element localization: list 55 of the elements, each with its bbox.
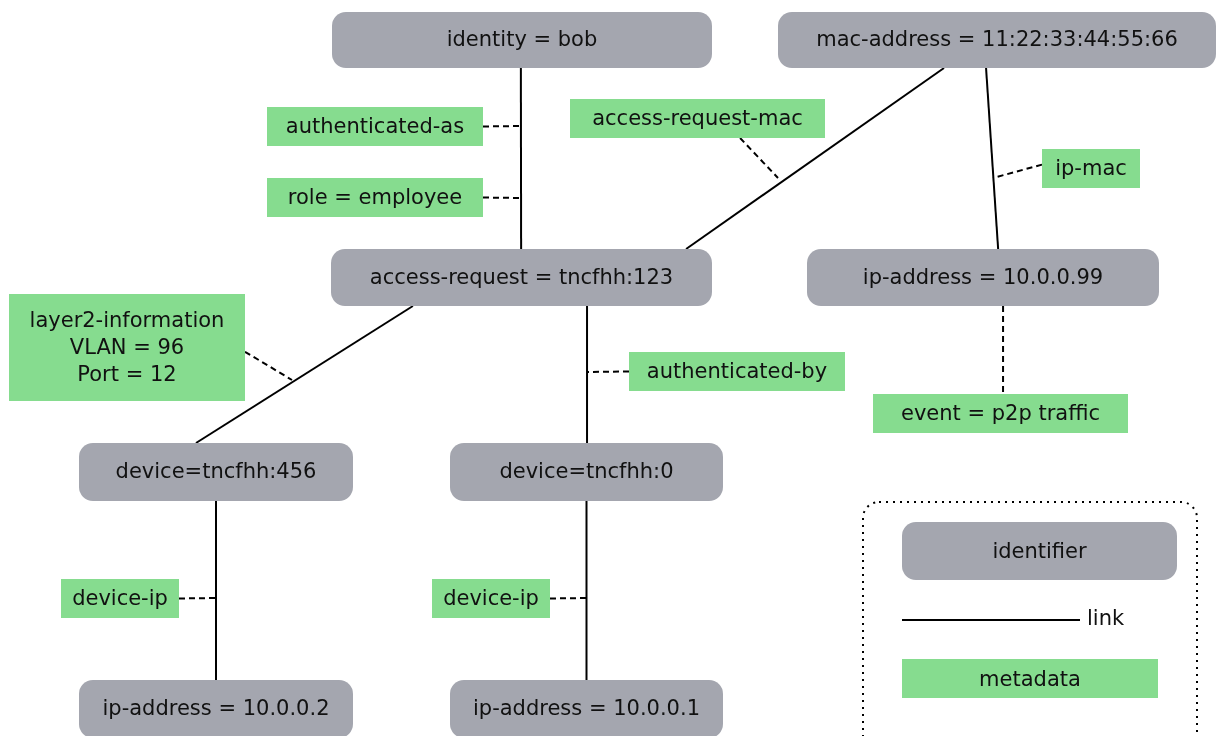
identifier-box [807,249,1159,306]
leader-line [587,370,630,373]
node-label: device=tncfhh:456 [115,458,317,486]
metadata-box [61,579,179,618]
legend-label: metadata [978,665,1082,693]
metadata-box [432,579,550,618]
identifier-box [79,443,353,501]
metadata-box [570,99,825,138]
node-label: authenticated-as [285,112,465,140]
legend-label: identifier [991,538,1088,565]
node-label: ip-address = 10.0.0.1 [473,695,700,723]
link-line [195,305,414,444]
node-label: ip-mac [1055,154,1127,182]
leader-line [992,163,1043,179]
metadata-box [267,107,483,146]
leader-line [549,597,588,600]
node-label: ip-address = 10.0.0.99 [862,263,1104,291]
identifier-box [332,12,712,68]
metadata-box [873,394,1128,433]
node-label: mac-address = 11:22:33:44:55:66 [816,26,1178,54]
node-label: identity = bob [446,26,598,54]
node-label: layer2-information [29,306,225,334]
link-line [985,67,1000,250]
metadata-box [9,294,245,401]
node-label: authenticated-by [646,357,828,385]
node-label: access-request-mac [592,104,803,132]
link-line [685,67,945,250]
link-line [585,500,588,681]
node-label: device=tncfhh:0 [499,458,674,486]
leader-line [178,597,217,600]
metadata-box [267,178,483,217]
metadata-box [1042,149,1140,188]
node-label: event = p2p traffic [900,399,1100,427]
node-label: VLAN = 96 [69,333,185,361]
metadata-box [629,352,845,391]
link-line [519,67,523,250]
identifier-box [450,443,723,501]
identifier-box [778,12,1216,68]
link-line [1002,305,1005,395]
node-label: role = employee [287,183,463,211]
leader-line [739,137,779,179]
link-line [215,500,217,681]
identifier-box [79,680,353,736]
node-label: access-request = tncfhh:123 [369,263,674,291]
identifier-box [450,680,723,736]
node-label: device-ip [443,584,539,612]
link-line [586,305,589,444]
node-label: Port = 12 [77,361,177,389]
leader-line [244,350,293,381]
leader-line [482,196,522,199]
leader-line [482,125,522,128]
legend-label: link [1087,606,1125,630]
node-label: device-ip [72,584,168,612]
node-label: ip-address = 10.0.0.2 [102,695,330,723]
identifier-box [331,249,712,306]
